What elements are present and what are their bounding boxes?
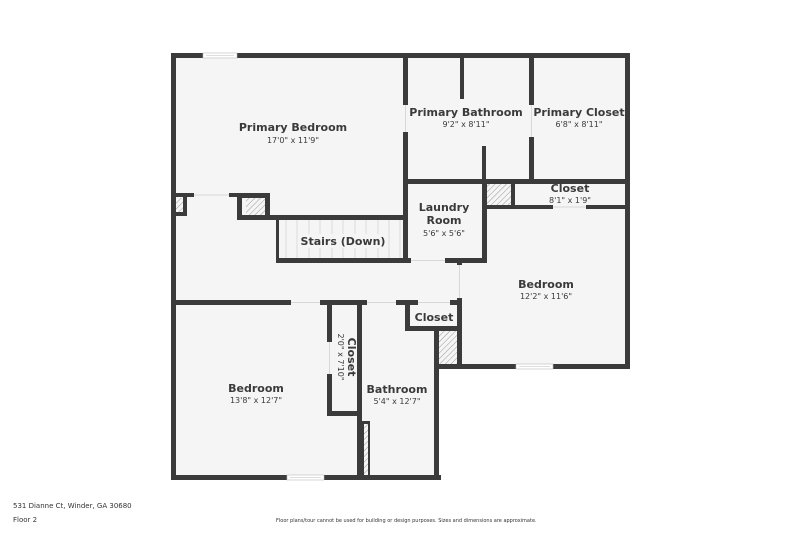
exterior-area [437, 367, 632, 482]
room-dimensions: 6'8" x 8'11" [555, 120, 602, 129]
room-dimensions: 5'4" x 12'7" [373, 397, 420, 406]
room-dimensions: 13'8" x 12'7" [230, 396, 282, 405]
room-closet-vertical: Closet 2'0" x 7'10" [336, 333, 358, 380]
room-name: Bathroom [367, 383, 428, 396]
stairs-down: Stairs (Down) [301, 234, 386, 248]
room-name: Primary Closet [533, 106, 624, 119]
room-dimensions: 5'6" x 5'6" [423, 229, 465, 238]
room-primary-closet: Primary Closet 6'8" x 8'11" [533, 106, 624, 129]
room-name: Primary Bedroom [239, 121, 347, 134]
room-name: Bedroom [228, 382, 284, 395]
room-name: Closet [345, 338, 358, 377]
disclaimer: Floor plans/tour cannot be used for buil… [276, 518, 537, 524]
room-primary-bedroom: Primary Bedroom 17'0" x 11'9" [239, 121, 347, 145]
room-name: Stairs (Down) [301, 235, 386, 248]
property-address: 531 Dianne Ct, Winder, GA 30680 [13, 502, 132, 510]
room-closet-small: Closet [415, 311, 454, 324]
room-primary-bathroom: Primary Bathroom 9'2" x 8'11" [409, 106, 522, 129]
room-dimensions: 9'2" x 8'11" [442, 120, 489, 129]
room-dimensions: 2'0" x 7'10" [336, 333, 345, 380]
room-name: Room [426, 214, 461, 227]
room-name: Bedroom [518, 278, 574, 291]
room-dimensions: 12'2" x 11'6" [520, 292, 572, 301]
room-closet-hall: Closet 8'1" x 1'9" [549, 182, 591, 205]
room-bedroom-3: Bedroom 13'8" x 12'7" [228, 382, 284, 405]
room-bathroom: Bathroom 5'4" x 12'7" [367, 383, 428, 406]
windows [202, 52, 554, 481]
room-dimensions: 17'0" x 11'9" [267, 136, 319, 145]
room-laundry: Laundry Room 5'6" x 5'6" [419, 201, 470, 238]
floor-label: Floor 2 [13, 516, 38, 524]
room-bedroom-2: Bedroom 12'2" x 11'6" [518, 278, 574, 301]
room-name: Primary Bathroom [409, 106, 522, 119]
room-name: Laundry [419, 201, 470, 214]
room-dimensions: 8'1" x 1'9" [549, 196, 591, 205]
door-openings [194, 105, 586, 374]
hatched-shafts [176, 184, 511, 475]
room-name: Closet [415, 311, 454, 324]
room-name: Closet [551, 182, 590, 195]
